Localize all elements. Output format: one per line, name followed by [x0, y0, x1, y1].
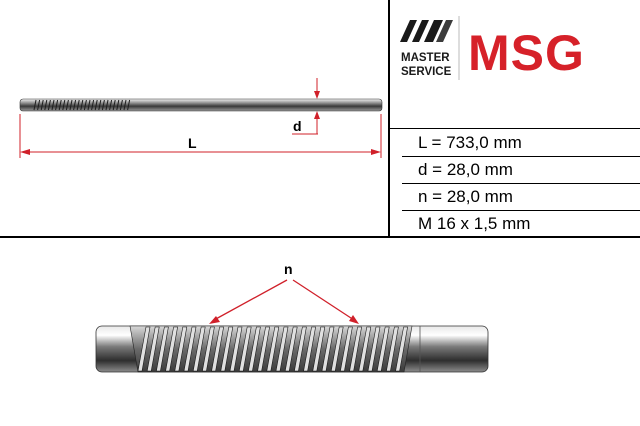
rack-bar-detail [95, 325, 489, 373]
rack-tooth [80, 99, 84, 111]
rack-teeth [33, 99, 131, 111]
rack-tooth [116, 99, 120, 111]
rack-tooth [91, 99, 95, 111]
rack-tooth [123, 99, 127, 111]
rack-tooth [105, 99, 109, 111]
rack-tooth [109, 99, 113, 111]
rack-rod [19, 98, 383, 112]
rack-tooth [87, 99, 91, 111]
teeth-count-label: n [284, 261, 293, 277]
service-text: SERVICE [401, 66, 452, 78]
rack-tooth [229, 326, 243, 372]
rack-tooth [112, 99, 116, 111]
rack-tooth [257, 326, 270, 372]
dimension-lines [19, 78, 382, 158]
rack-tooth [98, 99, 102, 111]
rack-tooth [266, 326, 280, 372]
master-service-msg-logo: MASTER SERVICE MSG [398, 12, 634, 84]
rack-tooth [101, 99, 105, 111]
spec-row-teeth: n = 28,0 mm [402, 184, 640, 211]
rack-tooth [51, 99, 55, 111]
spec-row-length: L = 733,0 mm [402, 130, 640, 157]
rack-tooth [294, 326, 307, 372]
rack-tooth [220, 326, 234, 372]
rack-tooth [395, 326, 408, 372]
rack-tooth [69, 99, 73, 111]
n-pointer-arrows [209, 279, 359, 324]
rack-tooth [349, 326, 362, 372]
rack-tooth [340, 326, 353, 372]
rack-tooth [156, 326, 169, 372]
rack-tooth [192, 326, 206, 372]
msg-brand-text: MSG [468, 25, 585, 81]
spec-row-diameter: d = 28,0 mm [402, 157, 640, 184]
rack-tooth [73, 99, 77, 111]
horizontal-divider [0, 236, 640, 238]
rack-tooth [303, 326, 316, 372]
master-text: MASTER [401, 52, 450, 64]
rack-tooth [76, 99, 80, 111]
rack-tooth [312, 326, 326, 372]
rack-tooth [284, 326, 298, 372]
rack-tooth [33, 99, 37, 111]
rack-tooth [330, 326, 344, 372]
rack-tooth [137, 326, 151, 372]
rack-tooth [127, 99, 131, 111]
rack-tooth [65, 99, 69, 111]
rack-tooth [44, 99, 48, 111]
rack-tooth [83, 99, 87, 111]
rack-tooth [174, 326, 188, 372]
specification-table: L = 733,0 mm d = 28,0 mm n = 28,0 mm M 1… [402, 130, 640, 237]
rack-tooth [40, 99, 44, 111]
rack-tooth [238, 326, 252, 372]
rack-teeth-detail [137, 326, 408, 372]
rack-tooth [146, 326, 160, 372]
table-top-border [388, 128, 640, 129]
spec-row-thread: M 16 x 1,5 mm [418, 214, 531, 233]
rack-tooth [94, 99, 98, 111]
rack-tooth [367, 326, 381, 372]
rack-tooth [47, 99, 51, 111]
master-service-mark-icon [400, 20, 453, 42]
rack-tooth [55, 99, 59, 111]
rack-tooth [275, 326, 289, 372]
rack-tooth [248, 326, 261, 372]
rack-tooth [376, 326, 390, 372]
rack-tooth [165, 326, 178, 372]
rack-tooth [358, 326, 372, 372]
rack-tooth [119, 99, 123, 111]
rack-tooth [321, 326, 335, 372]
rack-tooth [202, 326, 215, 372]
rack-overview-drawing: L d [19, 78, 383, 158]
vertical-divider [388, 0, 390, 237]
rack-tooth [386, 326, 399, 372]
rack-teeth-detail-drawing: n [95, 261, 489, 373]
diameter-label: d [293, 118, 302, 134]
rack-tooth [211, 326, 224, 372]
rack-tooth [62, 99, 66, 111]
rack-tooth [37, 99, 41, 111]
rack-tooth [58, 99, 62, 111]
rack-tooth [183, 326, 197, 372]
length-label: L [188, 135, 197, 151]
